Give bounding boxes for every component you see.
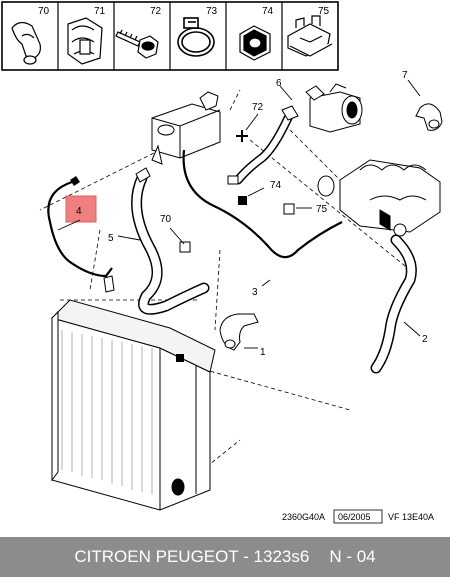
hex-nut-icon — [239, 25, 271, 61]
legend-num-71: 71 — [94, 6, 106, 17]
callout-7: 7 — [402, 70, 408, 81]
pipe-4 — [47, 180, 113, 278]
callout-74: 74 — [270, 180, 282, 191]
callout-5: 5 — [108, 233, 114, 244]
callout-2: 2 — [422, 334, 428, 345]
footer-page: N - 04 — [329, 547, 376, 566]
pipe-4-end — [70, 176, 80, 186]
hose-1 — [219, 313, 259, 351]
hose-7 — [415, 103, 443, 131]
callout-6: 6 — [276, 78, 282, 89]
legend-num-70: 70 — [38, 6, 50, 17]
hose-6 — [233, 105, 299, 185]
cable-clip-icon — [67, 17, 103, 65]
screw-icon — [115, 29, 159, 59]
marker-75 — [283, 203, 295, 215]
hose-clamp-icon — [177, 17, 215, 57]
legend-num-75: 75 — [318, 6, 330, 17]
marker-72 — [236, 130, 248, 142]
pipe-3 — [182, 149, 343, 259]
reference-code: 2360G40A 06/2005 VF 13E40A — [282, 509, 434, 524]
callout-72: 72 — [252, 102, 264, 113]
marker-70 — [179, 241, 191, 253]
hose-clip-icon — [11, 21, 41, 65]
legend-num-72: 72 — [150, 6, 162, 17]
thermostat-housing — [317, 159, 441, 237]
ref-date: 06/2005 — [338, 512, 371, 522]
part-4-highlight — [65, 195, 97, 223]
callout-3: 3 — [252, 287, 258, 298]
callout-4: 4 — [76, 206, 82, 217]
marker-74 — [238, 196, 247, 205]
callout-leaders — [57, 79, 421, 349]
callout-70: 70 — [160, 214, 172, 225]
ref-vf: VF 13E40A — [388, 512, 434, 522]
legend-num-74: 74 — [262, 6, 274, 17]
legend-num-73: 73 — [206, 6, 218, 17]
bracket-clip-icon — [287, 15, 333, 57]
footer-bar: CITROEN PEUGEOT - 1323s6 N - 04 — [0, 537, 450, 577]
radiator-outlet — [176, 354, 184, 362]
hose-5 — [131, 167, 210, 315]
parts-diagram: 70 71 72 73 74 75 — [1, 1, 443, 524]
ref-code: 2360G40A — [282, 512, 325, 522]
callout-1: 1 — [260, 347, 266, 358]
heater-valve — [305, 83, 363, 133]
expansion-tank — [151, 91, 221, 165]
callout-75: 75 — [316, 204, 328, 215]
radiator — [51, 299, 216, 511]
pipe-4-fitting — [103, 275, 115, 293]
hose-2 — [370, 234, 417, 374]
pipe-clip — [227, 175, 239, 185]
legend-strip: 70 71 72 73 74 75 — [1, 1, 339, 71]
footer-brand: CITROEN PEUGEOT - 1323s6 — [74, 547, 310, 566]
